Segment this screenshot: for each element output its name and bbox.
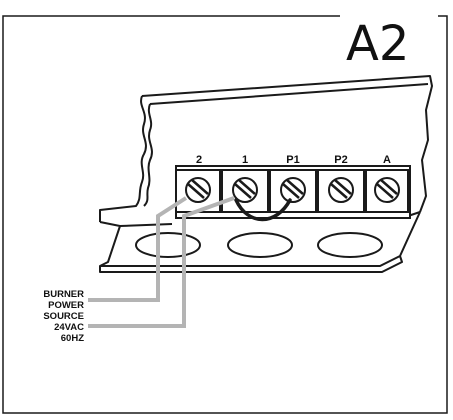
knockout-holes bbox=[135, 232, 383, 258]
source-label-line: SOURCE bbox=[43, 311, 84, 322]
diagram-frame bbox=[2, 15, 448, 414]
left-edge bbox=[99, 95, 147, 222]
screw-p2 bbox=[328, 177, 354, 203]
knockout-hole-middle bbox=[227, 232, 293, 258]
screw-1 bbox=[232, 177, 258, 203]
source-label-line: 60HZ bbox=[61, 333, 84, 344]
terminal-strip bbox=[175, 165, 411, 219]
figure-id: A2 bbox=[346, 16, 409, 72]
terminal-label: A bbox=[383, 154, 391, 166]
terminal-label: 1 bbox=[242, 154, 248, 166]
power-wires bbox=[88, 196, 235, 328]
terminal-labels: 2 1 P1 P2 A bbox=[196, 154, 391, 166]
source-label-line: BURNER bbox=[43, 289, 84, 300]
left-edge-inner bbox=[143, 103, 153, 207]
screw-2 bbox=[185, 177, 211, 203]
knockout-hole-right bbox=[317, 232, 383, 258]
knockout-hole-left bbox=[135, 232, 201, 258]
terminal-label: P1 bbox=[286, 154, 299, 166]
wire-to-terminal-2 bbox=[88, 196, 188, 302]
base-plate-front bbox=[99, 255, 403, 273]
source-label-line: 24VAC bbox=[54, 322, 84, 333]
terminal-screws bbox=[185, 177, 400, 203]
source-label-line: POWER bbox=[48, 300, 84, 311]
jumper-wire bbox=[234, 198, 292, 222]
power-source-label: BURNER POWER SOURCE 24VAC 60HZ bbox=[43, 289, 84, 344]
wire-to-terminal-1 bbox=[88, 196, 235, 328]
back-wall bbox=[141, 75, 433, 213]
screw-p1 bbox=[280, 177, 306, 203]
back-wall-inner bbox=[149, 83, 429, 105]
screw-a bbox=[374, 177, 400, 203]
terminal-label: 2 bbox=[196, 154, 202, 166]
terminal-label: P2 bbox=[334, 154, 347, 166]
